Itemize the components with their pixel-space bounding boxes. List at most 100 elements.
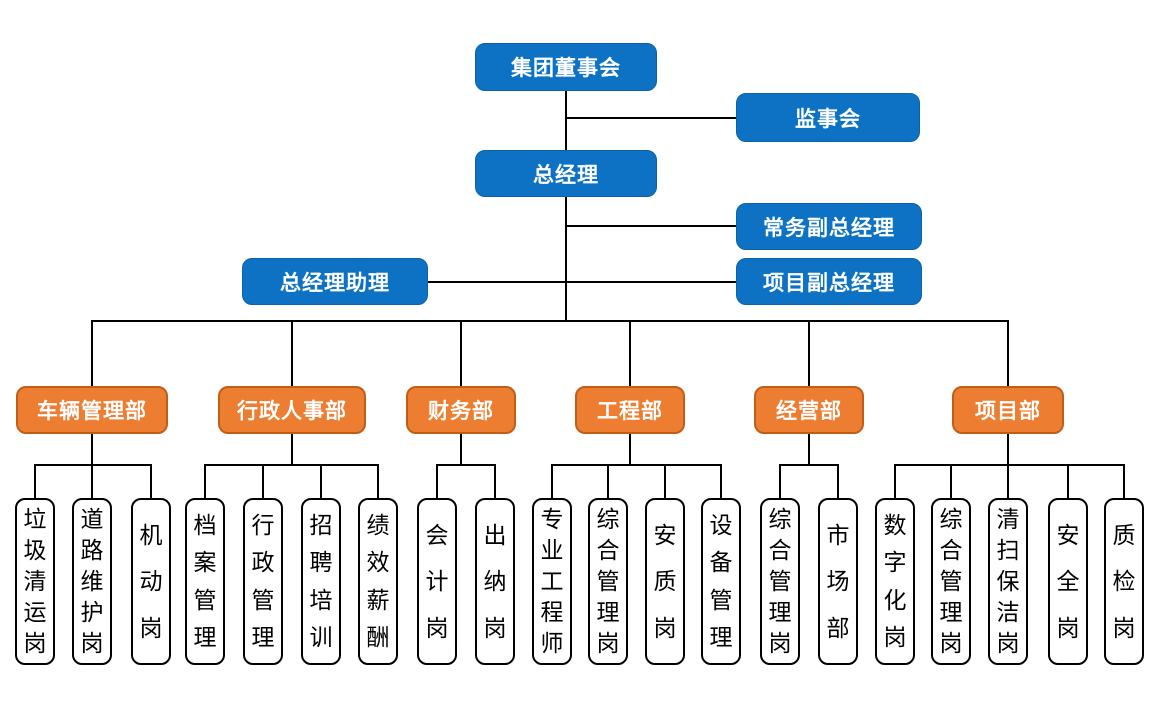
connector-line — [460, 321, 462, 387]
position-label: 清扫保洁岗 — [996, 506, 1020, 656]
position-label: 综合管理岗 — [768, 506, 792, 656]
connector-line — [551, 464, 722, 466]
connector-line — [377, 465, 379, 499]
connector-line — [837, 465, 839, 499]
position-box: 机动岗 — [131, 498, 171, 665]
connector-line — [320, 465, 322, 499]
position-box: 道路维护岗 — [72, 498, 112, 665]
node-label: 项目副总经理 — [763, 271, 895, 295]
node-supervisory-board: 监事会 — [736, 93, 920, 142]
node-label: 监事会 — [795, 107, 861, 131]
node-label: 总经理 — [533, 163, 599, 187]
position-label: 综合管理岗 — [596, 506, 620, 656]
position-label: 综合管理岗 — [939, 506, 963, 656]
connector-line — [91, 321, 93, 387]
dept-vehicle-management: 车辆管理部 — [16, 386, 168, 434]
connector-line — [291, 321, 293, 387]
connector-line — [150, 465, 152, 499]
connector-line — [91, 320, 1009, 322]
position-label: 档案管理 — [193, 512, 217, 650]
connector-line — [204, 464, 379, 466]
dept-label: 经营部 — [776, 400, 842, 423]
connector-line — [1007, 434, 1009, 465]
connector-line — [894, 464, 1125, 466]
position-box: 安全岗 — [1048, 498, 1088, 665]
connector-line — [262, 465, 264, 499]
connector-line — [1007, 321, 1009, 387]
node-label: 常务副总经理 — [763, 216, 895, 240]
position-label: 出纳岗 — [483, 521, 507, 641]
node-label: 总经理助理 — [280, 271, 390, 295]
node-general-manager: 总经理 — [475, 150, 657, 197]
dept-label: 行政人事部 — [237, 400, 347, 423]
position-box: 安质岗 — [645, 498, 685, 665]
connector-line — [34, 465, 36, 499]
position-label: 行政管理 — [251, 512, 275, 650]
position-label: 垃圾清运岗 — [23, 506, 47, 656]
connector-line — [1007, 465, 1009, 499]
position-box: 会计岗 — [417, 498, 457, 665]
connector-line — [808, 434, 810, 465]
connector-line — [436, 465, 438, 499]
connector-line — [204, 465, 206, 499]
connector-line — [607, 465, 609, 499]
node-label: 集团董事会 — [511, 57, 621, 80]
position-label: 设备管理 — [709, 512, 733, 650]
position-box: 垃圾清运岗 — [15, 498, 55, 665]
position-box: 招聘培训 — [301, 498, 341, 665]
position-box: 绩效薪酬 — [358, 498, 398, 665]
node-board-of-directors: 集团董事会 — [475, 43, 657, 91]
dept-label: 项目部 — [975, 400, 1041, 423]
position-label: 质检岗 — [1112, 521, 1136, 641]
position-label: 市场部 — [826, 521, 850, 641]
connector-line — [460, 434, 462, 465]
connector-line — [629, 321, 631, 387]
connector-line — [565, 197, 567, 322]
connector-line — [91, 465, 93, 499]
connector-line — [428, 281, 736, 283]
position-label: 道路维护岗 — [80, 506, 104, 656]
dept-label: 车辆管理部 — [37, 400, 147, 423]
connector-line — [720, 465, 722, 499]
position-label: 安全岗 — [1056, 521, 1080, 641]
connector-line — [291, 434, 293, 465]
connector-line — [1067, 465, 1069, 499]
dept-label: 工程部 — [597, 400, 663, 423]
position-box: 质检岗 — [1104, 498, 1144, 665]
connector-line — [565, 91, 567, 151]
position-label: 专业工程师 — [540, 506, 564, 656]
dept-admin-hr: 行政人事部 — [218, 386, 366, 434]
position-box: 档案管理 — [185, 498, 225, 665]
position-box: 综合管理岗 — [760, 498, 800, 665]
connector-line — [91, 434, 93, 465]
dept-label: 财务部 — [428, 400, 494, 423]
dept-finance: 财务部 — [406, 386, 516, 434]
connector-line — [894, 465, 896, 499]
position-box: 市场部 — [818, 498, 858, 665]
position-box: 综合管理岗 — [588, 498, 628, 665]
connector-line — [566, 225, 736, 227]
position-label: 绩效薪酬 — [366, 512, 390, 650]
connector-line — [34, 464, 152, 466]
connector-line — [779, 464, 839, 466]
connector-line — [950, 465, 952, 499]
position-box: 设备管理 — [701, 498, 741, 665]
node-general-manager-assistant: 总经理助理 — [242, 258, 428, 305]
connector-line — [629, 434, 631, 465]
node-executive-deputy-general-manager: 常务副总经理 — [736, 203, 922, 250]
position-label: 招聘培训 — [309, 512, 333, 650]
dept-project: 项目部 — [952, 386, 1064, 434]
connector-line — [494, 465, 496, 499]
connector-line — [1123, 465, 1125, 499]
dept-engineering: 工程部 — [575, 386, 685, 434]
position-box: 出纳岗 — [475, 498, 515, 665]
dept-operations: 经营部 — [754, 386, 864, 434]
position-label: 安质岗 — [653, 521, 677, 641]
position-label: 机动岗 — [139, 521, 163, 641]
node-project-deputy-general-manager: 项目副总经理 — [736, 258, 922, 305]
position-label: 会计岗 — [425, 521, 449, 641]
connector-line — [808, 321, 810, 387]
position-box: 行政管理 — [243, 498, 283, 665]
connector-line — [664, 465, 666, 499]
